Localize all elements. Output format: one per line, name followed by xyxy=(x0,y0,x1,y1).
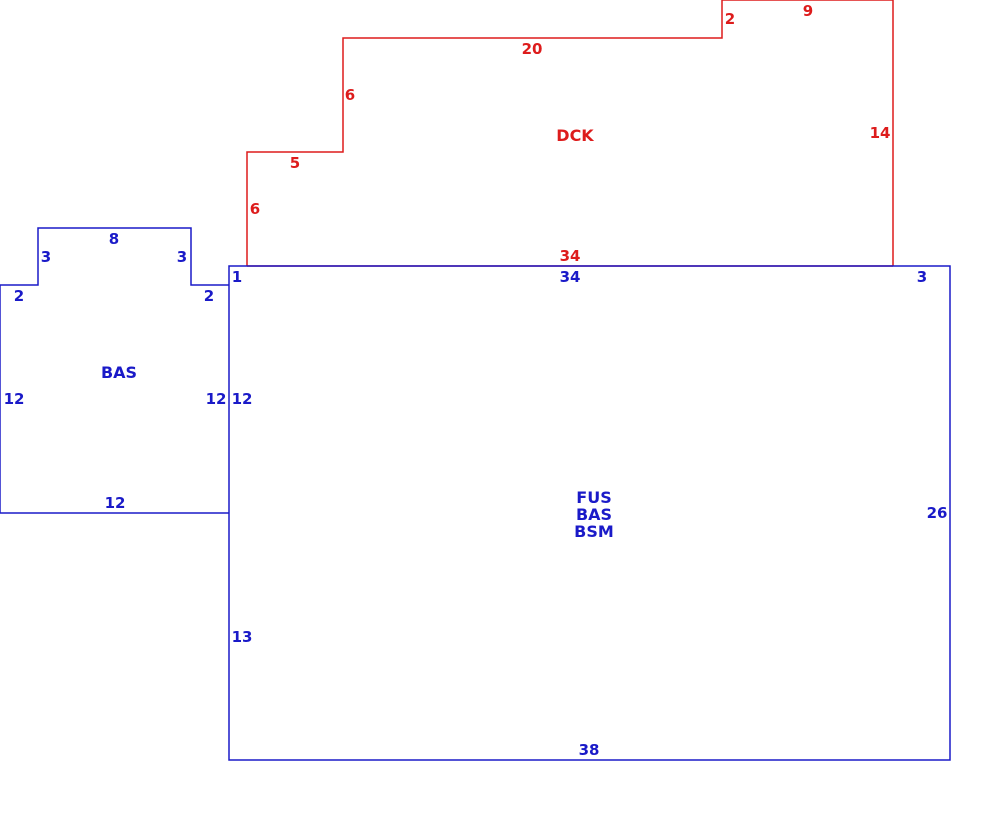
bas-dim-left: 12 xyxy=(4,390,25,408)
bas-dim-right: 12 xyxy=(206,390,227,408)
bas-wing-area-label: BAS xyxy=(101,363,137,382)
deck-dim-right: 14 xyxy=(870,124,891,142)
deck-dim-left-lower: 6 xyxy=(250,200,260,218)
bas-dim-top: 8 xyxy=(109,230,119,248)
deck-dim-step-up: 2 xyxy=(725,10,735,28)
main-area-label-bas: BAS xyxy=(576,505,612,524)
main-dim-right: 26 xyxy=(927,504,948,522)
bas-dim-shoulder-left: 2 xyxy=(14,287,24,305)
deck-dim-top-right: 9 xyxy=(803,2,813,20)
deck-dim-left-upper: 6 xyxy=(345,86,355,104)
main-dim-top: 34 xyxy=(560,268,581,286)
main-area-label-fus: FUS xyxy=(576,488,611,507)
main-dim-left-upper: 12 xyxy=(232,390,253,408)
deck-outline xyxy=(246,0,894,266)
deck-area-label: DCK xyxy=(556,126,594,145)
deck-dim-bottom: 34 xyxy=(560,247,581,265)
deck-dim-top-long: 20 xyxy=(522,40,543,58)
main-area-label-bsm: BSM xyxy=(574,522,614,541)
main-dim-left-lower: 13 xyxy=(232,628,253,646)
main-dim-top-right: 3 xyxy=(917,268,927,286)
bas-dim-bottom: 12 xyxy=(105,494,126,512)
deck-dim-step-top: 5 xyxy=(290,154,300,172)
bas-dim-notch-left: 3 xyxy=(41,248,51,266)
main-dim-corner-one: 1 xyxy=(232,268,242,286)
main-dim-bottom: 38 xyxy=(579,741,600,759)
bas-wing-outline xyxy=(0,227,229,514)
main-house-outline xyxy=(228,265,951,761)
bas-dim-notch-right: 3 xyxy=(177,248,187,266)
bas-dim-shoulder-right: 2 xyxy=(204,287,214,305)
